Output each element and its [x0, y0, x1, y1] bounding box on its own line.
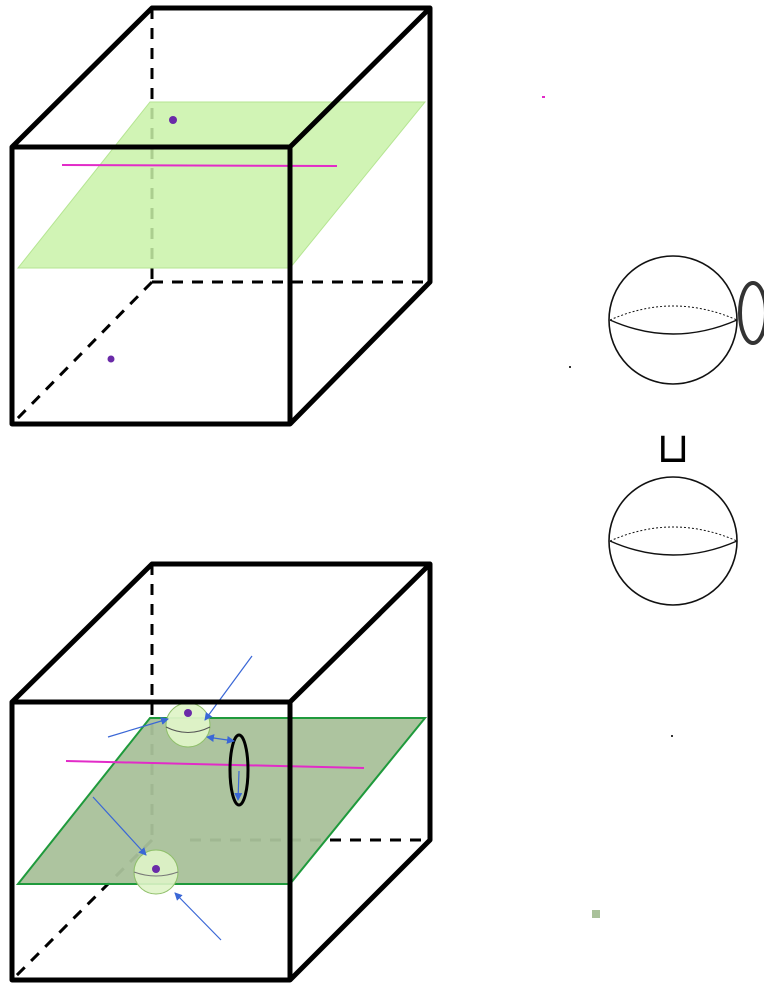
point: [184, 709, 192, 717]
cube-edges: [9, 561, 433, 983]
top-cube: [9, 5, 433, 427]
cube-edges: [9, 5, 433, 427]
speck: [542, 96, 545, 98]
upper-ball: [165, 702, 211, 748]
ring: [738, 281, 764, 345]
arrow: [234, 770, 243, 801]
bottom-cube: [9, 561, 433, 983]
arrow: [107, 717, 169, 738]
speck: [569, 366, 571, 368]
light-plane: [16, 101, 427, 269]
right-result: ⊔: [608, 255, 764, 606]
speck: [592, 910, 600, 918]
point: [152, 865, 160, 873]
magenta-line: [61, 164, 338, 167]
arrow: [174, 892, 222, 941]
hidden-edge: [10, 280, 154, 426]
dark-plane: [15, 717, 428, 885]
lower-ball: [133, 849, 179, 895]
point: [107, 355, 115, 363]
speck: [671, 735, 673, 737]
arrow: [204, 655, 253, 721]
arrow: [206, 734, 235, 744]
sphere-with-ring: [608, 255, 764, 385]
magenta-line: [65, 760, 365, 769]
sphere: [608, 476, 738, 606]
hidden-edge: [10, 838, 154, 982]
point: [169, 116, 177, 124]
loop: [228, 733, 250, 807]
disjoint-union-symbol: ⊔: [657, 423, 690, 472]
arrow: [92, 796, 147, 856]
